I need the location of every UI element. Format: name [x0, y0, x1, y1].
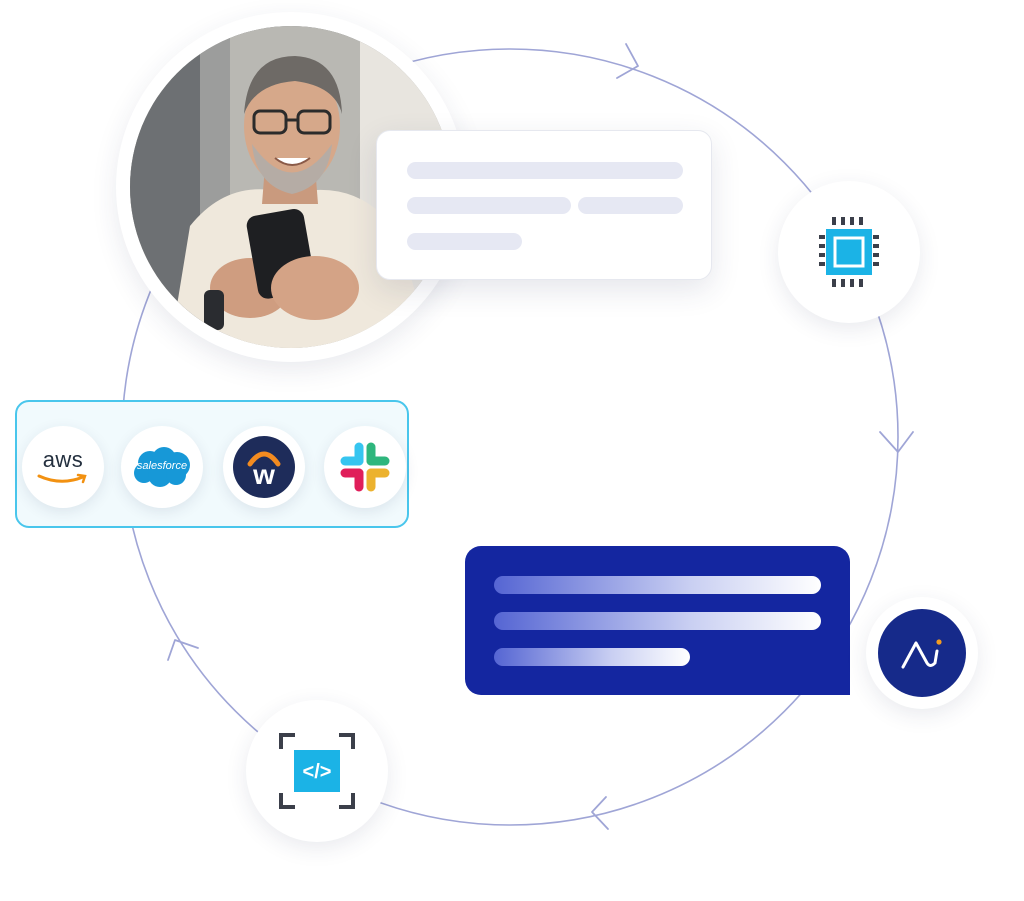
- code-node: </>: [246, 700, 388, 842]
- arrow-left: [167, 639, 199, 661]
- salesforce-label: salesforce: [136, 460, 188, 472]
- code-glyph: </>: [303, 761, 332, 783]
- aws-smile-icon: [37, 473, 87, 484]
- slack-hash-icon: [340, 442, 390, 492]
- arrow-top: [616, 43, 639, 79]
- arrow-right: [879, 431, 914, 453]
- workday-logo[interactable]: w: [223, 426, 305, 508]
- ai-assistant-icon: [901, 639, 942, 669]
- slack-logo[interactable]: [324, 426, 406, 508]
- ai-response-card: [465, 546, 850, 695]
- message-line-3: [407, 233, 522, 250]
- processor-chip-icon: [819, 217, 879, 287]
- workday-arc-icon: [247, 451, 281, 467]
- response-line-2: [494, 612, 821, 630]
- message-line-1: [407, 162, 683, 179]
- code-brackets-icon: </>: [279, 733, 355, 809]
- message-card: [376, 130, 712, 280]
- salesforce-logo[interactable]: salesforce: [121, 426, 203, 508]
- salesforce-cloud-icon: [134, 447, 190, 487]
- aws-logo[interactable]: aws: [22, 426, 104, 508]
- response-line-3: [494, 648, 690, 666]
- message-line-2b: [578, 197, 683, 214]
- response-line-1: [494, 576, 821, 594]
- workday-label: w: [253, 459, 275, 490]
- chip-node: [778, 181, 920, 323]
- aws-label: aws: [42, 447, 84, 472]
- ai-assistant-node[interactable]: [866, 597, 978, 709]
- arrow-bottom: [591, 796, 609, 830]
- message-line-2a: [407, 197, 571, 214]
- integrations-bar: aws salesforce w: [15, 400, 409, 528]
